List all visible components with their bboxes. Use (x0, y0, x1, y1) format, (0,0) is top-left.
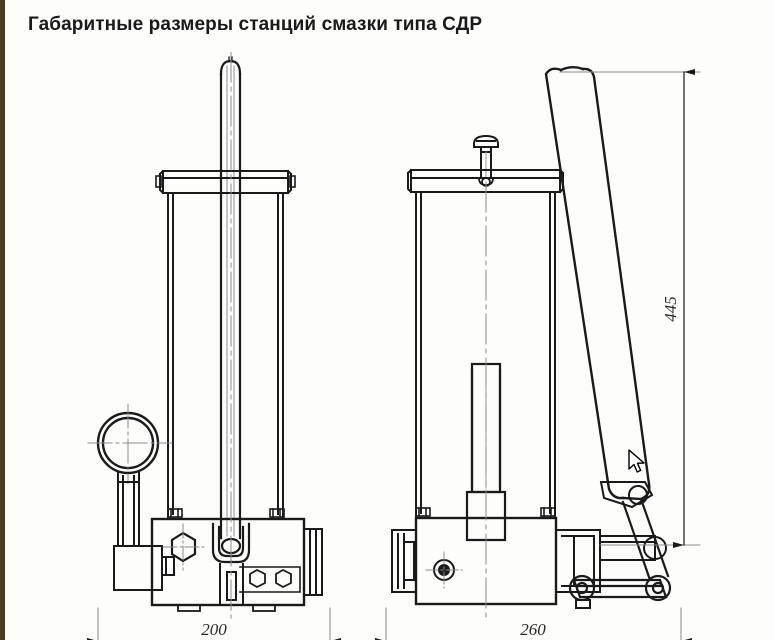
hex-nut-small-1 (249, 568, 266, 589)
rod-tip (228, 56, 233, 63)
reservoir-body-left (167, 192, 284, 518)
reservoir-cap-bolt-right (269, 508, 285, 518)
right-view-group (391, 66, 672, 619)
reservoir-body-right (415, 191, 556, 517)
nut-shelf-left (239, 566, 301, 593)
gauge-fitting-block (113, 545, 175, 591)
slotted-screw (473, 134, 499, 179)
left-accent-bar (0, 0, 5, 640)
pedal-stub (575, 599, 591, 609)
page-title: Габаритные размеры станций смазки типа С… (28, 14, 483, 35)
flange-ear-right (289, 175, 296, 188)
reservoir-cap-bolt-left (167, 508, 183, 518)
reservoir-cap-bolt-right-1 (415, 507, 431, 517)
vertical-rod-inner (226, 65, 235, 537)
dimension-label-260: 260 (520, 620, 546, 639)
lever-lower-arm (621, 497, 670, 582)
reservoir-cap-bolt-right-2 (540, 507, 556, 517)
mounting-foot-left (177, 604, 201, 612)
technical-drawing-canvas: 200 260 445 (0, 52, 774, 640)
hex-bolt-centerlines (162, 523, 206, 571)
lever-arm (544, 66, 651, 501)
gauge-stem (117, 472, 140, 547)
base-block-right (391, 516, 558, 606)
reservoir-top-flange-left (158, 169, 293, 195)
pivot-pin-lower-right (644, 574, 672, 602)
dimension-lines (87, 69, 701, 640)
left-view-group (87, 52, 323, 619)
flange-ear-left (155, 175, 162, 188)
mounting-foot-right (252, 604, 276, 612)
grease-nipple-centerlines (425, 551, 463, 589)
dimension-label-200: 200 (201, 620, 227, 639)
dimension-label-445: 445 (661, 296, 680, 322)
pressure-gauge-centerlines (87, 403, 173, 485)
hex-nut-small-2 (275, 568, 292, 589)
